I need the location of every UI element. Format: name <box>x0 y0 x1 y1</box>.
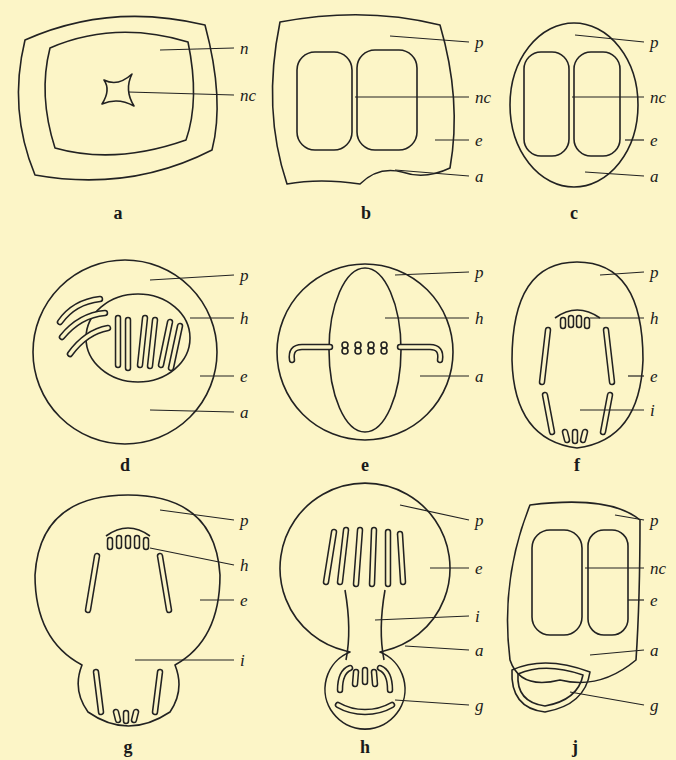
cell-e <box>277 264 453 440</box>
part-label: g <box>475 697 484 714</box>
cell-j <box>508 502 641 712</box>
part-label: p <box>650 264 659 281</box>
cell-g <box>35 495 220 726</box>
part-label: p <box>650 512 659 529</box>
leader-lines <box>128 35 644 705</box>
part-label: p <box>650 34 659 51</box>
part-label: a <box>240 404 249 421</box>
part-label: p <box>475 512 484 529</box>
part-label: n <box>240 40 249 57</box>
part-label: h <box>240 310 249 327</box>
part-label: i <box>650 402 655 419</box>
part-label: h <box>475 310 484 327</box>
panel-letter: a <box>114 204 123 222</box>
part-label: p <box>475 264 484 281</box>
part-label: nc <box>240 87 256 104</box>
part-label: nc <box>650 89 666 106</box>
part-label: e <box>650 132 658 149</box>
part-label: h <box>240 557 249 574</box>
panel-letter: h <box>360 738 370 756</box>
panel-letter: e <box>361 456 369 474</box>
cell-b <box>272 15 454 184</box>
part-label: e <box>650 368 658 385</box>
part-label: i <box>475 608 480 625</box>
part-label: a <box>650 642 659 659</box>
part-label: p <box>475 34 484 51</box>
part-label: e <box>475 560 483 577</box>
part-label: h <box>650 310 659 327</box>
part-label: nc <box>475 89 491 106</box>
part-label: a <box>650 168 659 185</box>
part-label: e <box>240 592 248 609</box>
panel-letter: d <box>120 456 130 474</box>
part-label: g <box>650 697 659 714</box>
part-label: p <box>240 512 249 529</box>
part-label: i <box>240 652 245 669</box>
part-label: a <box>475 642 484 659</box>
cell-h <box>280 483 450 729</box>
cell-a <box>18 16 217 180</box>
part-label: a <box>475 168 484 185</box>
panel-letter: b <box>361 204 371 222</box>
part-label: e <box>475 132 483 149</box>
cell-c <box>510 23 638 187</box>
panel-letter: f <box>574 456 580 474</box>
part-label: p <box>240 267 249 284</box>
panel-letter: j <box>572 738 578 756</box>
part-label: e <box>650 592 658 609</box>
panel-letter: c <box>570 204 578 222</box>
cell-f <box>512 262 643 448</box>
panel-letter: g <box>124 738 133 756</box>
cell-d <box>33 260 217 444</box>
part-label: a <box>475 368 484 385</box>
part-label: nc <box>650 560 666 577</box>
part-label: e <box>240 368 248 385</box>
